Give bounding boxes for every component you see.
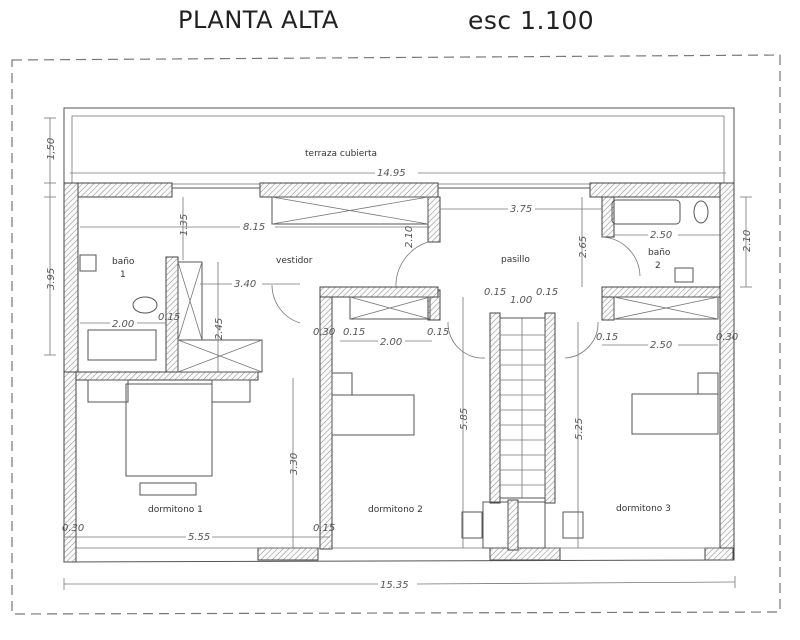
dimension-lines: 1,50 3.95 8.15 1.35 3.75 2.10 2.65 2.50 … — [44, 117, 753, 591]
dim-terraza-width: 14.95 — [377, 168, 406, 179]
dim-closet-depth: 2.45 — [214, 318, 225, 340]
dim-dorm2-closet: 2.00 — [380, 337, 402, 348]
staircase — [482, 317, 546, 549]
dim-dorm1-width: 5.55 — [188, 532, 210, 543]
room-label-bano1: baño — [112, 257, 135, 267]
dim-hall-depth: 2.65 — [578, 236, 589, 258]
dim-stair-wall-left: 0.15 — [484, 287, 506, 298]
room-label-pasillo: pasillo — [501, 255, 530, 265]
dim-dorm3-depth: 5.25 — [574, 418, 585, 440]
room-label-bano2-num: 2 — [655, 261, 661, 271]
plot-boundary — [11, 54, 781, 615]
dim-stair-wall-right: 0.15 — [536, 287, 558, 298]
furniture — [79, 199, 719, 539]
dim-door-210: 2.10 — [404, 226, 415, 248]
dim-wall-015-d: 0.15 — [596, 332, 618, 343]
plan-title: PLANTA ALTA — [178, 6, 339, 34]
closets — [177, 196, 719, 373]
room-label-bano1-num: 1 — [120, 270, 126, 280]
dim-bath2-depth: 2.10 — [742, 230, 753, 252]
dim-wall-030-c: 0.30 — [62, 523, 84, 534]
dim-bath1-depth: 1.35 — [179, 214, 190, 236]
dim-wall-015-e: 0.15 — [313, 523, 335, 534]
dim-bath2-width: 2.50 — [650, 230, 672, 241]
dim-vestidor-width: 8.15 — [243, 222, 265, 233]
dim-wall-015-a: 0.15 — [158, 312, 180, 323]
room-label-dormitorio3: dormitono 3 — [616, 504, 671, 514]
room-label-dormitorio2: dormitono 2 — [368, 505, 423, 515]
dim-terraza-depth: 1,50 — [46, 138, 57, 160]
dim-dorm1-depth: 3.30 — [289, 453, 300, 475]
room-labels: baño 1 vestidor pasillo baño 2 dormitono… — [112, 248, 671, 515]
dim-wall-030-a: 0.30 — [313, 327, 335, 338]
interior-walls — [75, 196, 721, 551]
dim-dorm2-depth: 5.85 — [459, 408, 470, 430]
room-label-vestidor: vestidor — [276, 256, 313, 266]
dim-bath1-width: 2.00 — [112, 319, 134, 330]
dim-wall-015-b: 0.15 — [343, 327, 365, 338]
doors — [271, 236, 641, 359]
room-label-dormitorio1: dormitono 1 — [148, 505, 203, 515]
dim-left-height: 3.95 — [46, 268, 57, 290]
room-label-terraza: terraza cubierta — [305, 149, 377, 159]
dim-stair-width: 1.00 — [510, 295, 532, 306]
dim-dorm3-closet: 2.50 — [650, 340, 672, 351]
dim-wall-030-b: 0.30 — [716, 332, 738, 343]
exterior-walls — [63, 182, 735, 563]
dim-closet-width: 3.40 — [234, 279, 256, 290]
dim-total-width: 15.35 — [380, 580, 409, 591]
terrace: terraza cubierta 14.95 — [63, 107, 735, 189]
dim-hall-width: 3.75 — [510, 204, 532, 215]
room-label-bano2: baño — [648, 248, 671, 258]
plan-scale: esc 1.100 — [468, 6, 595, 35]
dim-wall-015-c: 0.15 — [427, 327, 449, 338]
